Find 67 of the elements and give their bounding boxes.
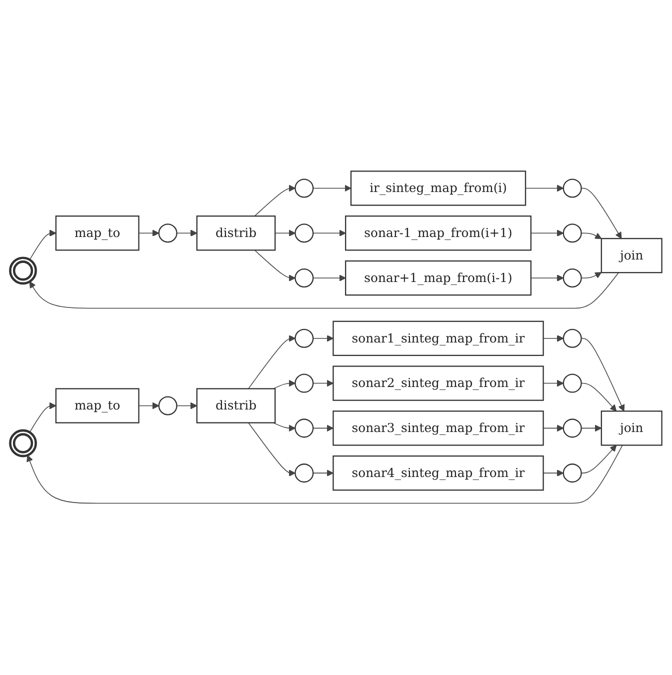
arrow — [580, 188, 622, 240]
arrow — [176, 402, 198, 410]
node-box: sonar1_sinteg_map_from_ir — [332, 321, 544, 356]
arrow — [530, 274, 564, 282]
arrow — [138, 230, 160, 237]
arrow — [580, 383, 617, 412]
arrow — [26, 445, 623, 504]
arrow — [312, 380, 334, 387]
arrow — [312, 335, 334, 342]
node-circle — [562, 464, 582, 483]
arrow — [248, 422, 296, 477]
node-circle — [158, 224, 178, 243]
arrow — [525, 185, 564, 192]
arrow — [542, 380, 564, 387]
arrow — [254, 250, 296, 282]
arrow — [29, 272, 619, 309]
node-circle — [294, 418, 314, 438]
arrow — [580, 232, 602, 240]
node-box: map_to — [55, 388, 140, 424]
node-circle — [294, 224, 314, 243]
arrow — [542, 470, 564, 477]
arrow — [312, 274, 346, 282]
arrow — [530, 230, 564, 237]
node-box: sonar+1_map_from(i-1) — [345, 260, 532, 296]
arrow — [29, 230, 56, 260]
arrow — [580, 425, 602, 432]
node-circle — [562, 178, 582, 198]
node-circle — [294, 268, 314, 288]
node-box: ir_sinteg_map_from(i) — [350, 170, 526, 206]
arrow — [248, 335, 296, 390]
node-circle — [562, 329, 582, 348]
node-box: distrib — [196, 388, 276, 424]
arrow — [272, 422, 296, 432]
arrow — [254, 185, 296, 217]
node-box: map_to — [55, 216, 140, 251]
node-circle — [9, 430, 37, 458]
node-circle — [294, 374, 314, 394]
arrow — [580, 338, 625, 412]
arrow — [312, 470, 334, 477]
node-box: distrib — [196, 216, 276, 251]
node-circle — [158, 396, 178, 416]
node-box: sonar3_sinteg_map_from_ir — [332, 410, 544, 446]
node-box: sonar-1_map_from(i+1) — [345, 216, 532, 251]
node-box: sonar4_sinteg_map_from_ir — [332, 456, 544, 491]
arrow — [29, 402, 56, 433]
node-circle — [294, 329, 314, 348]
node-circle — [562, 268, 582, 288]
node-box: sonar2_sinteg_map_from_ir — [332, 366, 544, 402]
arrow — [312, 230, 346, 237]
arrow — [274, 230, 296, 237]
arrow — [542, 335, 564, 342]
node-box: join — [600, 410, 662, 446]
node-box: join — [600, 238, 662, 274]
node-circle — [562, 418, 582, 438]
arrow — [312, 185, 352, 192]
node-circle — [562, 224, 582, 243]
arrow — [580, 272, 602, 279]
arrow — [272, 380, 296, 390]
node-circle — [9, 256, 37, 285]
arrow — [542, 425, 564, 432]
node-circle — [294, 464, 314, 483]
node-circle — [294, 178, 314, 198]
arrow — [580, 445, 617, 474]
arrow — [312, 425, 334, 432]
arrow — [176, 230, 198, 237]
arrow — [138, 402, 160, 410]
node-circle — [562, 374, 582, 394]
